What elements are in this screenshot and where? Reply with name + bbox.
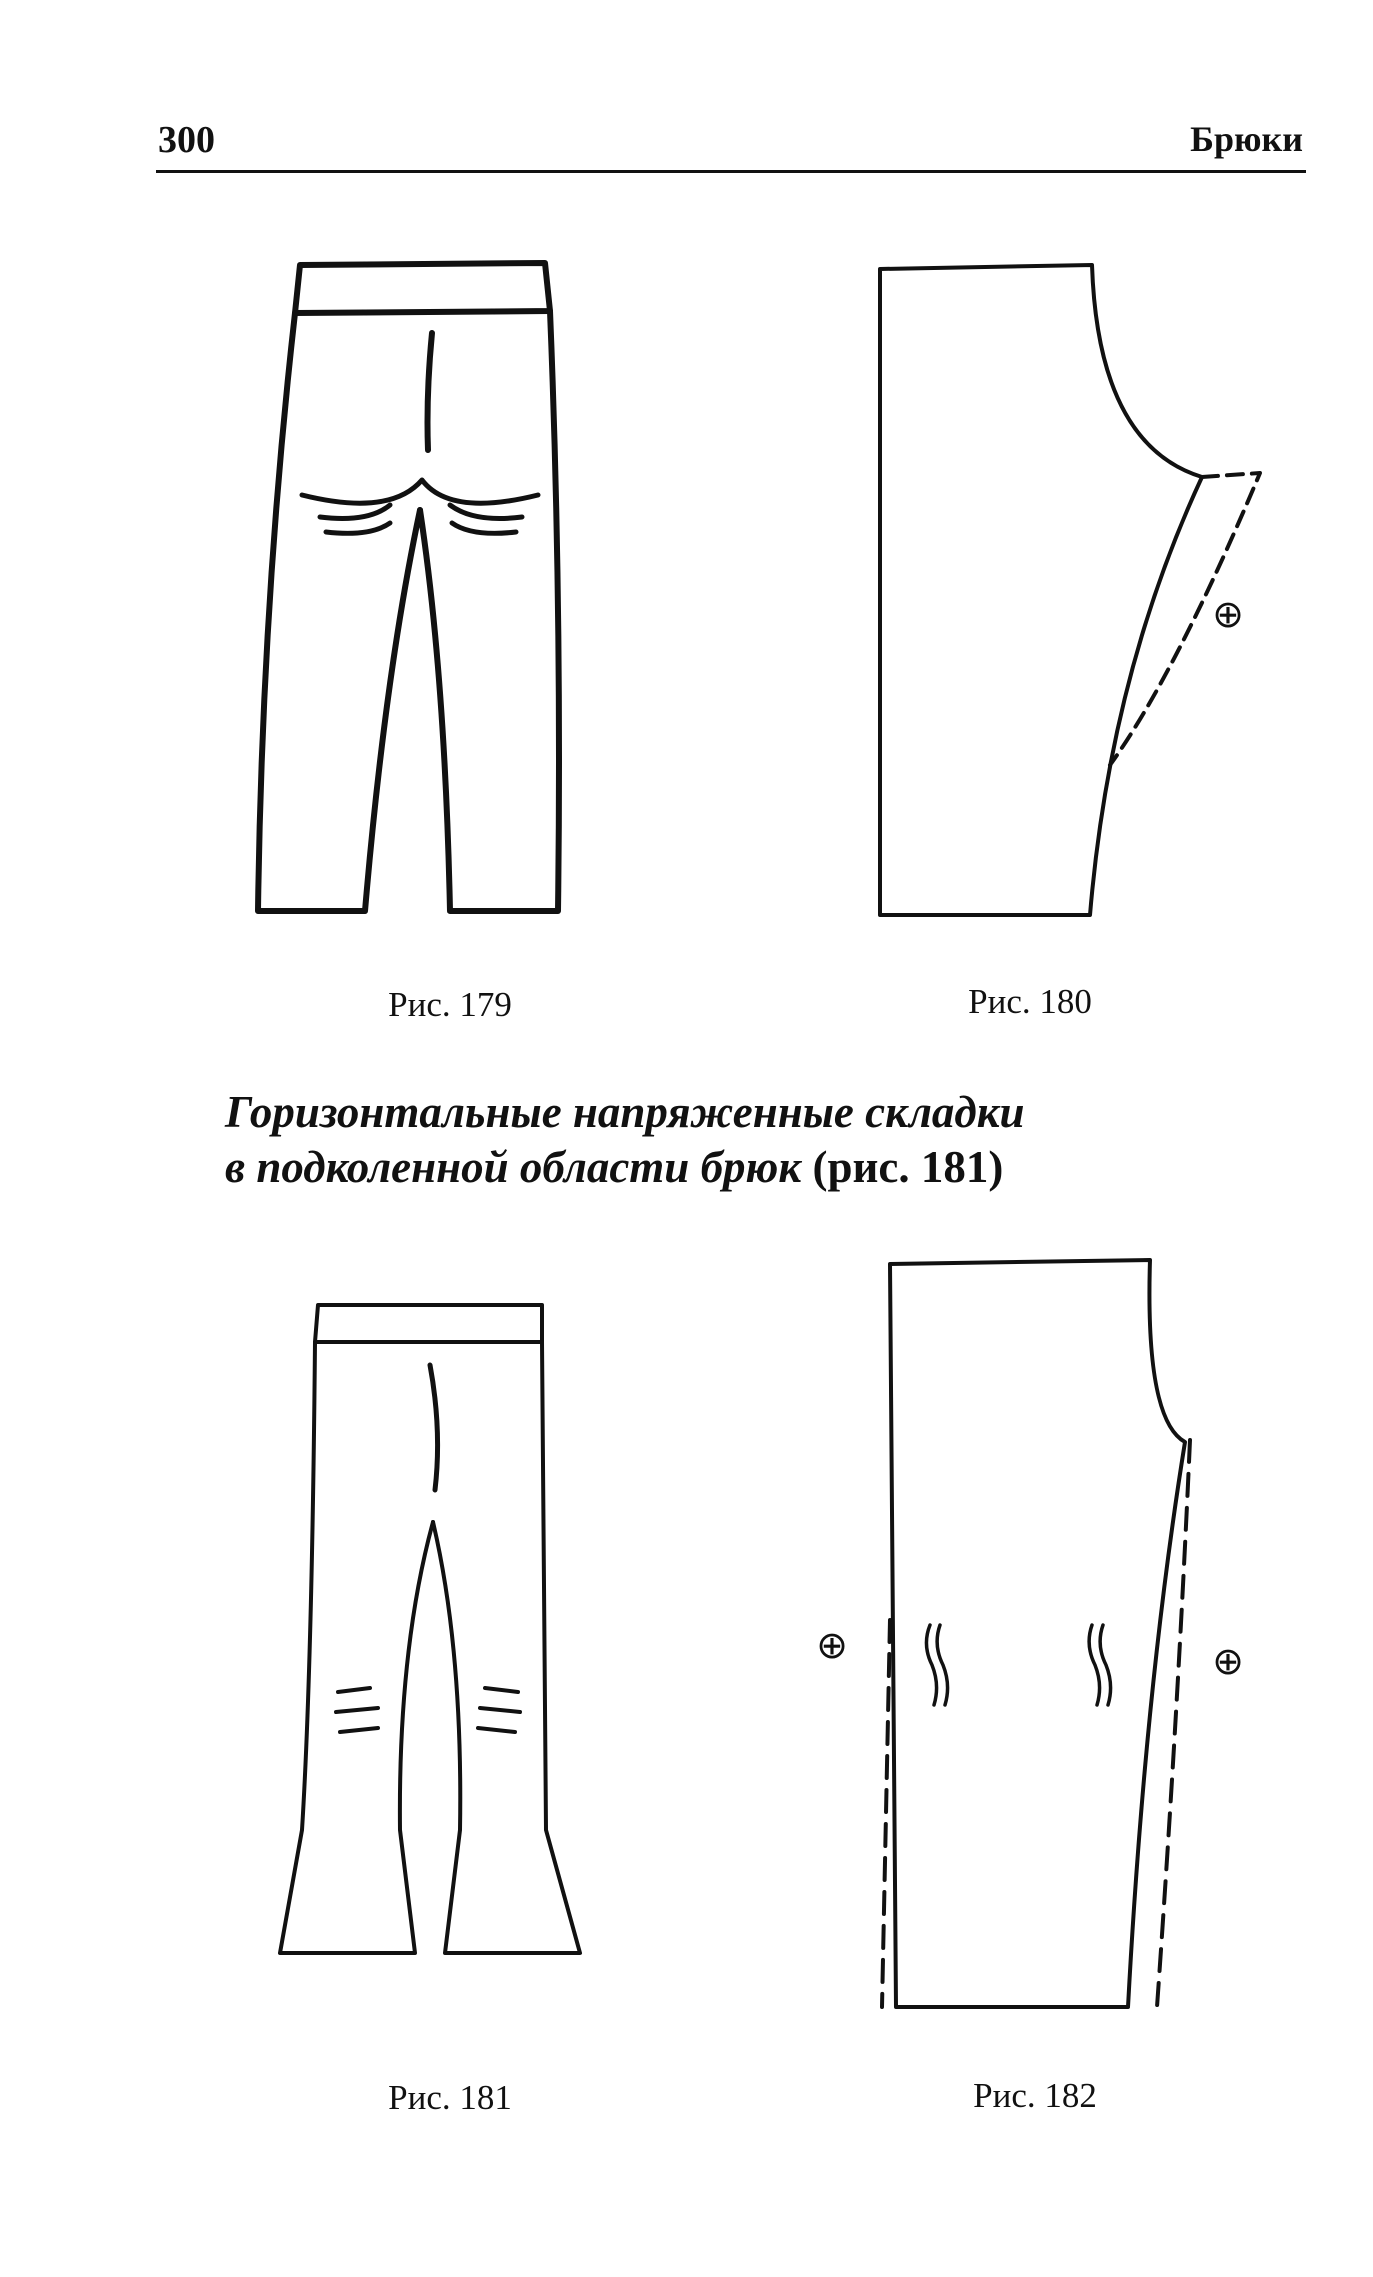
- figure-179-caption: Рис. 179: [388, 985, 512, 1024]
- running-title: Брюки: [1190, 119, 1303, 159]
- plus-marker-left-icon: ⊕: [816, 1623, 848, 1667]
- figure-181-caption: Рис. 181: [388, 2078, 512, 2117]
- page-number: 300: [158, 119, 215, 161]
- section-heading: Горизонтальные напряженные складки в под…: [225, 1085, 1285, 1196]
- figure-182-caption: Рис. 182: [973, 2076, 1097, 2115]
- figure-179-trousers-back: [255, 260, 562, 914]
- header-rule: [156, 170, 1306, 173]
- figure-182-pattern: ⊕ ⊕: [816, 1258, 1244, 2009]
- plus-marker-right-icon: ⊕: [1212, 1639, 1244, 1683]
- heading-figure-ref: (рис. 181): [812, 1142, 1004, 1193]
- figure-180-pattern: ⊕: [878, 263, 1262, 917]
- figure-180-caption: Рис. 180: [968, 982, 1092, 1021]
- plus-marker-icon: ⊕: [1212, 592, 1244, 636]
- figure-181-trousers-flared: [278, 1303, 582, 1955]
- heading-line-2: в подколенной области брюк: [225, 1142, 802, 1193]
- heading-line-1: Горизонтальные напряженные складки: [225, 1087, 1025, 1137]
